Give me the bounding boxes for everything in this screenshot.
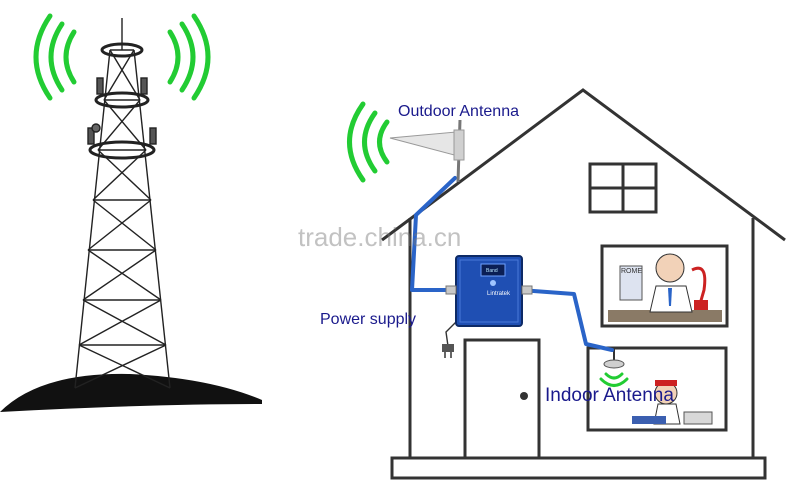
person-phone-icon <box>649 253 708 313</box>
ground-hill <box>0 373 262 412</box>
room-sign: ROME <box>621 268 642 275</box>
signal-repeater-icon <box>445 255 533 327</box>
outdoor-antenna-label: Outdoor Antenna <box>398 103 519 120</box>
person-reading-icon <box>632 380 713 425</box>
front-door <box>463 338 541 460</box>
repeater-brand: Lintratek <box>487 291 511 297</box>
repeater-lcd-text: Band <box>486 268 498 274</box>
coax-cable <box>410 176 614 352</box>
house-outline <box>381 88 786 480</box>
ceiling-antenna-icon <box>603 348 625 369</box>
watermark: trade.china.cn <box>298 222 462 252</box>
cell-tower-icon <box>74 18 171 389</box>
power-plug-icon <box>442 344 454 358</box>
signal-wave-icon <box>33 13 211 101</box>
attic-window <box>588 162 658 214</box>
signal-wave-icon <box>599 372 629 387</box>
power-cable <box>445 321 457 347</box>
signal-wave-icon <box>347 101 390 183</box>
outdoor-yagi-antenna-icon <box>389 119 465 183</box>
indoor-antenna-label: Indoor Antenna <box>545 385 674 406</box>
power-supply-label: Power supply <box>320 311 417 328</box>
